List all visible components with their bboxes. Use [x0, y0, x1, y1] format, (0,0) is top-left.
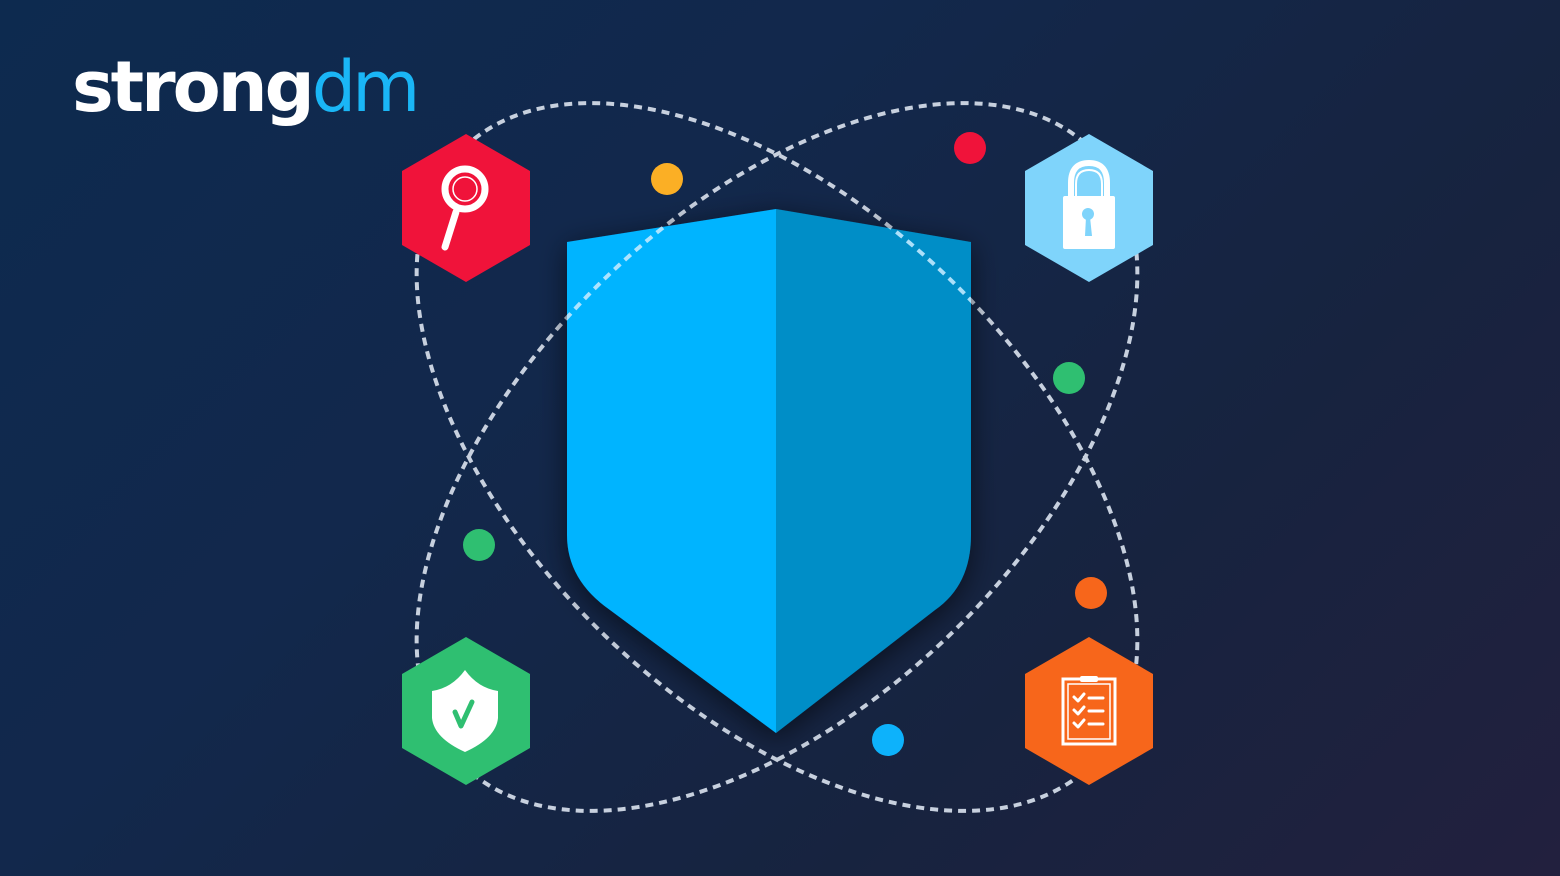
magnifier-icon [441, 165, 489, 251]
dot-orange [1075, 577, 1107, 609]
logo-text-strong: strong [72, 46, 315, 128]
clipboard-icon [1061, 676, 1117, 746]
center-shield [567, 209, 971, 733]
dot-yellow [651, 163, 683, 195]
dot-red [954, 132, 986, 164]
shield-check-icon [432, 670, 498, 752]
padlock-icon [1063, 159, 1115, 249]
strongdm-logo: strongdm [72, 52, 420, 122]
hex-node-search [402, 134, 530, 282]
hex-node-lock [1025, 134, 1153, 282]
dot-green-left [463, 529, 495, 561]
dot-blue [872, 724, 904, 756]
logo-text-dm: dm [311, 46, 421, 128]
hex-node-verified [402, 637, 530, 785]
hex-node-checklist [1025, 637, 1153, 785]
orbit-dots [463, 132, 1107, 756]
dot-green-right [1053, 362, 1085, 394]
